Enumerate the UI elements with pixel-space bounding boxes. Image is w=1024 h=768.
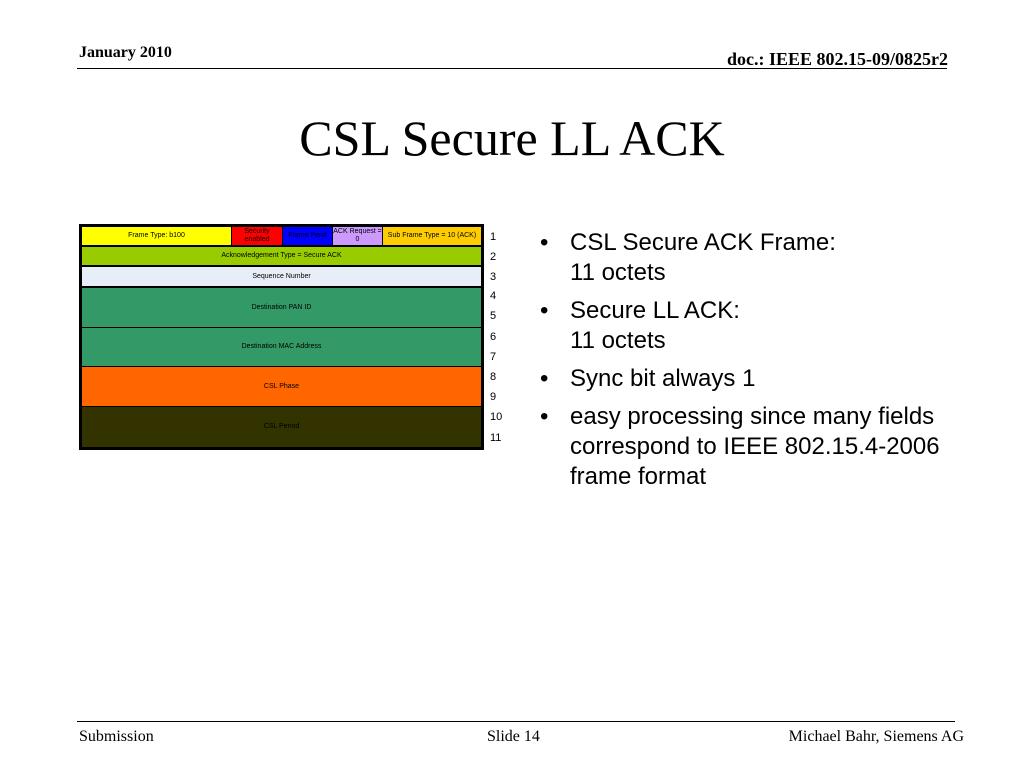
security-enabled-cell: Security enabled — [232, 227, 283, 245]
dest-pan-id-row: Destination PAN ID — [82, 288, 481, 327]
bullet-text: 11 octets — [570, 327, 666, 354]
bullet-item: • CSL Secure ACK Frame: 11 octets — [540, 228, 1010, 288]
bullet-text: Sync bit always 1 — [570, 365, 756, 392]
octet-number: 6 — [490, 331, 497, 343]
slide-title: CSL Secure LL ACK — [299, 110, 725, 166]
dest-mac-row: Destination MAC Address — [82, 328, 481, 366]
header-doc-id: doc.: IEEE 802.15-09/0825r2 — [726, 49, 948, 69]
header-rule — [77, 68, 947, 69]
bullet-item: • Sync bit always 1 — [540, 364, 1010, 394]
footer-rule — [77, 721, 955, 722]
octet-number: 2 — [490, 251, 497, 263]
ack-type-cell: Acknowledgement Type = Secure ACK — [82, 247, 481, 265]
footer-slide-number: Slide 14 — [487, 728, 540, 745]
bullet-item: • Secure LL ACK: 11 octets — [540, 296, 1010, 356]
bullet-marker: • — [540, 229, 549, 256]
frame-format-diagram: Frame Type: b100 Security enabled Frame … — [79, 224, 484, 450]
dest-mac-cell: Destination MAC Address — [82, 328, 481, 366]
csl-phase-cell: CSL Phase — [82, 367, 481, 406]
frame-control-row: Frame Type: b100 Security enabled Frame … — [82, 227, 481, 245]
dest-pan-id-cell: Destination PAN ID — [82, 288, 481, 327]
octet-number: 5 — [490, 310, 497, 322]
sub-frame-type-cell: Sub Frame Type = 10 (ACK) — [383, 227, 481, 245]
bullet-list: • CSL Secure ACK Frame: 11 octets • Secu… — [540, 228, 1010, 500]
ack-type-row: Acknowledgement Type = Secure ACK — [82, 247, 481, 265]
bullet-item: • easy processing since many fields corr… — [540, 402, 1010, 492]
octet-number: 10 — [490, 411, 503, 423]
octet-number: 4 — [490, 290, 497, 302]
bullet-text: frame format — [570, 463, 707, 490]
octet-number: 11 — [490, 432, 502, 444]
bullet-text: CSL Secure ACK Frame: — [570, 229, 836, 256]
bullet-marker: • — [540, 365, 549, 392]
bullet-text: Secure LL ACK: — [570, 297, 740, 324]
footer-author: Michael Bahr, Siemens AG — [788, 728, 964, 745]
sequence-number-cell: Sequence Number — [82, 267, 481, 286]
bullet-marker: • — [540, 297, 549, 324]
ack-request-cell: ACK Request = 0 — [333, 227, 383, 245]
octet-number: 3 — [490, 271, 497, 283]
bullet-marker: • — [540, 403, 549, 430]
octet-number: 7 — [490, 351, 497, 363]
footer-submission: Submission — [79, 728, 154, 745]
csl-phase-row: CSL Phase — [82, 367, 481, 406]
bullet-text: easy processing since many fields — [570, 403, 935, 430]
bullet-text: 11 octets — [570, 259, 666, 286]
octet-number: 1 — [490, 231, 497, 243]
frame-type-cell: Frame Type: b100 — [82, 227, 232, 245]
header-date: January 2010 — [79, 44, 172, 61]
sequence-number-row: Sequence Number — [82, 267, 481, 286]
csl-period-cell: CSL Period — [82, 407, 481, 447]
frame-pend-cell: Frame Pend — [283, 227, 333, 245]
csl-period-row: CSL Period — [82, 407, 481, 447]
octet-number: 8 — [490, 371, 497, 383]
bullet-text: correspond to IEEE 802.15.4-2006 — [570, 433, 940, 460]
octet-number: 9 — [490, 391, 497, 403]
